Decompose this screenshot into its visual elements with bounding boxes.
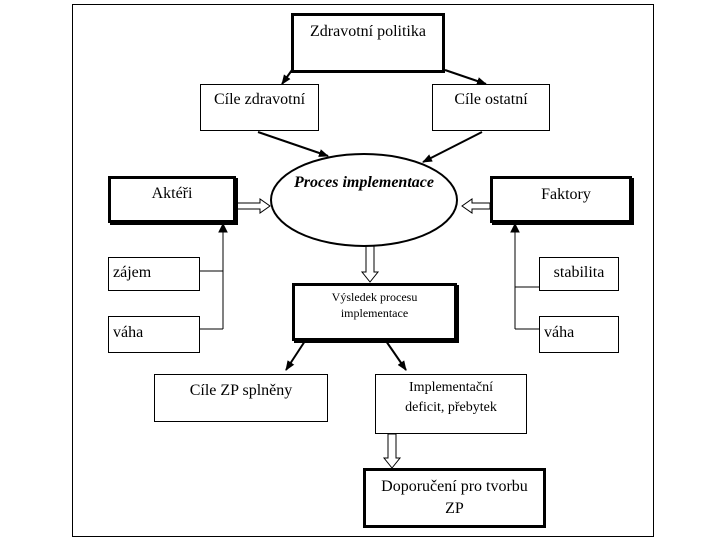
node-zajem-label: zájem: [113, 264, 152, 281]
node-vysledek-procesu: Výsledek procesu implementace: [292, 283, 457, 341]
arrow-politika-to-cile-zdravotni: [281, 69, 293, 85]
arrow-vysledek-to-cile-zp: [285, 340, 306, 371]
hollow-arrow-akteri-to-proces: [235, 198, 271, 214]
arrow-cile-zdravotni-to-proces: [257, 131, 329, 157]
node-vaha-left: váha: [108, 316, 200, 353]
bracket-right: [510, 222, 539, 330]
hollow-arrow-proces-to-vysledek: [360, 245, 380, 283]
node-akteri-label: Aktéři: [151, 185, 193, 202]
node-faktory-label: Faktory: [541, 186, 591, 203]
proces-implementace-label: Proces implementace: [294, 174, 434, 191]
node-doporuceni: Doporučení pro tvorbu ZP: [363, 468, 546, 528]
node-cile-zp-splneny: Cíle ZP splněny: [154, 374, 328, 422]
node-zajem: zájem: [108, 257, 200, 291]
node-implementacni-deficit-label: Implementační deficit, přebytek: [405, 380, 497, 415]
node-cile-zdravotni: Cíle zdravotní: [200, 84, 319, 131]
node-vaha-right: váha: [539, 316, 619, 353]
bracket-left: [200, 222, 228, 330]
node-implementacni-deficit: Implementační deficit, přebytek: [375, 374, 527, 434]
node-vysledek-procesu-label: Výsledek procesu implementace: [331, 290, 418, 320]
diagram-frame: [72, 4, 654, 537]
node-akteri: Aktéři: [108, 176, 236, 223]
node-stabilita-label: stabilita: [553, 264, 605, 281]
arrow-cile-ostatni-to-proces: [422, 131, 483, 163]
node-zdravotni-politika-label: Zdravotní politika: [310, 23, 426, 40]
node-vaha-left-label: váha: [113, 324, 144, 341]
node-stabilita: stabilita: [539, 257, 619, 291]
node-zdravotni-politika: Zdravotní politika: [291, 13, 445, 73]
arrow-vysledek-to-deficit: [385, 340, 407, 371]
arrow-politika-to-cile-ostatni: [444, 69, 487, 85]
node-faktory: Faktory: [490, 176, 632, 223]
node-doporuceni-label: Doporučení pro tvorbu ZP: [381, 478, 528, 517]
hollow-arrow-deficit-to-doporuceni: [382, 433, 402, 469]
hollow-arrow-faktory-to-proces: [461, 198, 491, 214]
proces-implementace-ellipse: [270, 153, 458, 247]
node-cile-zdravotni-label: Cíle zdravotní: [213, 91, 306, 108]
node-cile-zp-splneny-label: Cíle ZP splněny: [189, 382, 293, 399]
node-cile-ostatni-label: Cíle ostatní: [454, 91, 528, 108]
node-cile-ostatni: Cíle ostatní: [432, 84, 550, 131]
node-vaha-right-label: váha: [544, 324, 575, 341]
